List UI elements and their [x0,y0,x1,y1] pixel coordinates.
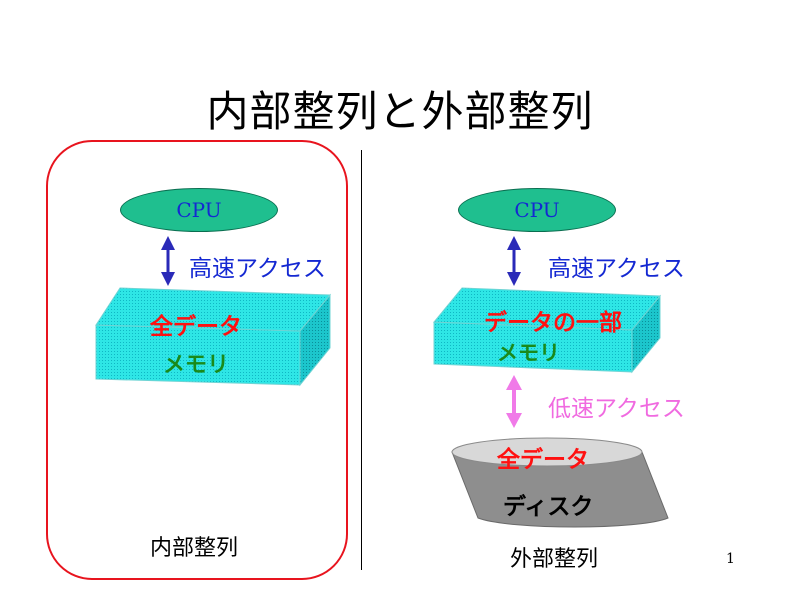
right-memory-box [432,287,662,374]
disk-label: ディスク [503,494,594,520]
internal-sort-caption: 内部整列 [150,536,239,561]
left-memory-box [95,287,332,387]
right-memory-label: メモリ [497,341,560,365]
left-fast-access-arrow [161,236,175,286]
disk-data-label: 全データ [497,447,589,473]
external-sort-caption: 外部整列 [510,547,599,572]
page-number: 1 [726,551,735,567]
right-cpu-node: CPU [458,188,616,232]
slow-access-label: 低速アクセス [548,396,685,422]
right-fast-access-label: 高速アクセス [548,256,685,282]
right-memory-data-label: データの一部 [484,310,622,336]
disk-cylinder [451,437,669,528]
internal-sort-frame [46,140,348,580]
left-fast-access-label: 高速アクセス [189,256,326,282]
left-memory-label: メモリ [163,353,230,378]
left-cpu-node: CPU [120,188,278,232]
left-memory-data-label: 全データ [150,314,242,340]
page-title: 内部整列と外部整列 [206,87,594,136]
panel-divider [361,150,362,570]
right-fast-access-arrow [507,236,521,286]
left-cpu-label: CPU [176,198,222,222]
right-cpu-label: CPU [514,198,560,222]
slow-access-arrow [506,375,522,428]
